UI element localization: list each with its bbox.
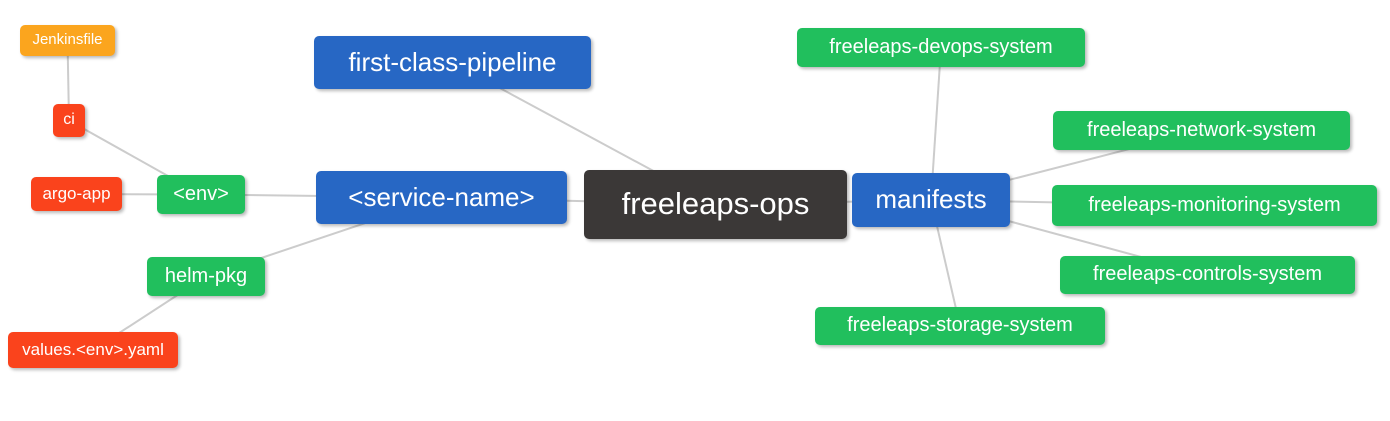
mindmap-node-values-env-yaml[interactable]: values.<env>.yaml: [8, 332, 178, 368]
mindmap-node-helm-pkg[interactable]: helm-pkg: [147, 257, 265, 296]
mindmap-node-freeleaps-storage-system[interactable]: freeleaps-storage-system: [815, 307, 1105, 345]
mindmap-node-env[interactable]: <env>: [157, 175, 245, 214]
node-label: first-class-pipeline: [348, 46, 557, 77]
node-label: freeleaps-ops: [621, 186, 810, 221]
mindmap-node-argo-app[interactable]: argo-app: [31, 177, 122, 211]
node-label: <env>: [173, 182, 229, 205]
node-label: helm-pkg: [164, 264, 248, 287]
node-label: manifests: [875, 184, 987, 214]
node-label: Jenkinsfile: [32, 31, 103, 48]
mindmap-node-service-name[interactable]: <service-name>: [316, 171, 567, 224]
mindmap-node-manifests[interactable]: manifests: [852, 173, 1010, 227]
node-label: freeleaps-controls-system: [1093, 263, 1322, 285]
mindmap-node-freeleaps-network-system[interactable]: freeleaps-network-system: [1053, 111, 1350, 150]
node-label: freeleaps-storage-system: [847, 314, 1073, 336]
node-label: values.<env>.yaml: [22, 339, 164, 359]
node-label: argo-app: [42, 183, 111, 203]
node-label: freeleaps-devops-system: [829, 35, 1053, 58]
mindmap-node-freeleaps-controls-system[interactable]: freeleaps-controls-system: [1060, 256, 1355, 294]
node-label: <service-name>: [348, 181, 535, 212]
mindmap-node-first-class-pipeline[interactable]: first-class-pipeline: [314, 36, 591, 89]
node-label: ci: [63, 110, 75, 128]
mindmap-node-ci[interactable]: ci: [53, 104, 85, 137]
node-label: freeleaps-monitoring-system: [1088, 193, 1341, 216]
node-label: freeleaps-network-system: [1087, 118, 1316, 141]
mindmap-node-freeleaps-ops[interactable]: freeleaps-ops: [584, 170, 847, 239]
mindmap-node-freeleaps-monitoring-system[interactable]: freeleaps-monitoring-system: [1052, 185, 1377, 226]
mindmap-node-freeleaps-devops-system[interactable]: freeleaps-devops-system: [797, 28, 1085, 67]
mindmap-node-jenkinsfile[interactable]: Jenkinsfile: [20, 25, 115, 56]
